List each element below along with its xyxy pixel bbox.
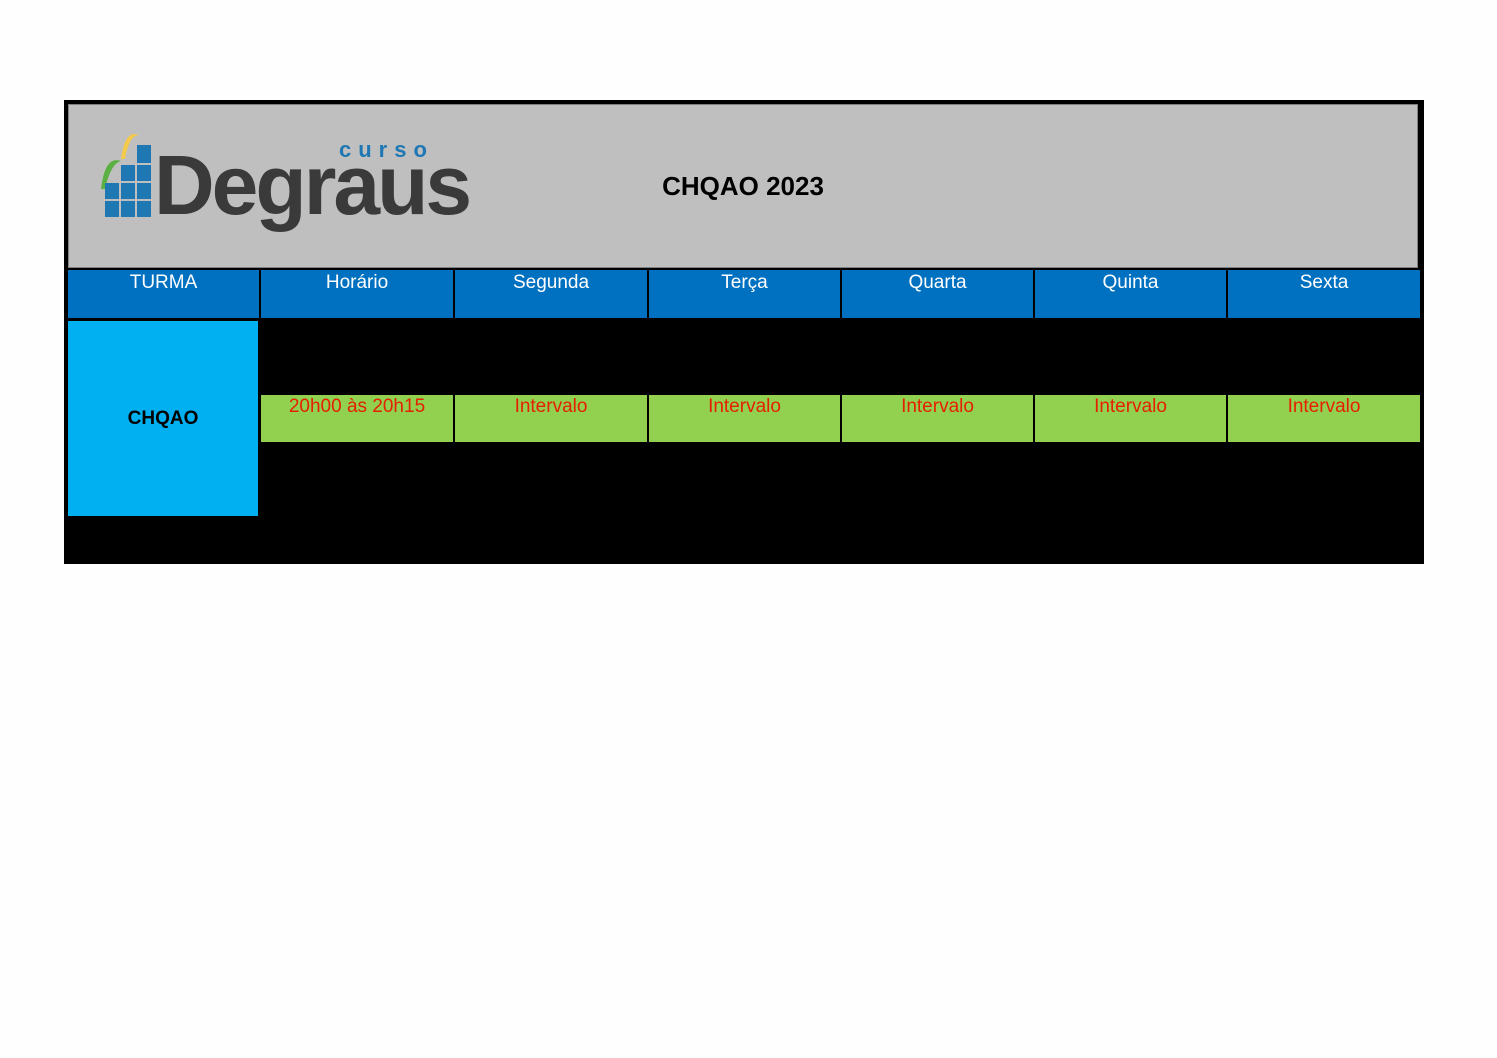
header-segunda: Segunda — [455, 270, 647, 318]
header-horario: Horário — [261, 270, 453, 318]
header-quarta: Quarta — [842, 270, 1033, 318]
logo-curso-text: curso — [339, 137, 434, 162]
page-title: CHQAO 2023 — [662, 171, 824, 201]
header-quinta: Quinta — [1035, 270, 1226, 318]
header-terca: Terça — [649, 270, 840, 318]
banner: curso Degraus CHQAO 2023 — [68, 104, 1418, 268]
interval-quarta: Intervalo — [842, 395, 1033, 442]
logo-main-text: Degraus — [154, 138, 472, 232]
schedule-sheet: curso Degraus CHQAO 2023 TURMA Horário S… — [64, 100, 1424, 564]
logo-steps-icon — [101, 134, 151, 217]
turma-cell: CHQAO — [68, 321, 258, 516]
header-turma: TURMA — [68, 270, 259, 318]
logo: curso Degraus — [99, 129, 472, 239]
interval-segunda: Intervalo — [455, 395, 647, 442]
interval-horario: 20h00 às 20h15 — [261, 395, 453, 442]
header-sexta: Sexta — [1228, 270, 1420, 318]
interval-terca: Intervalo — [649, 395, 840, 442]
interval-quinta: Intervalo — [1035, 395, 1226, 442]
interval-sexta: Intervalo — [1228, 395, 1420, 442]
